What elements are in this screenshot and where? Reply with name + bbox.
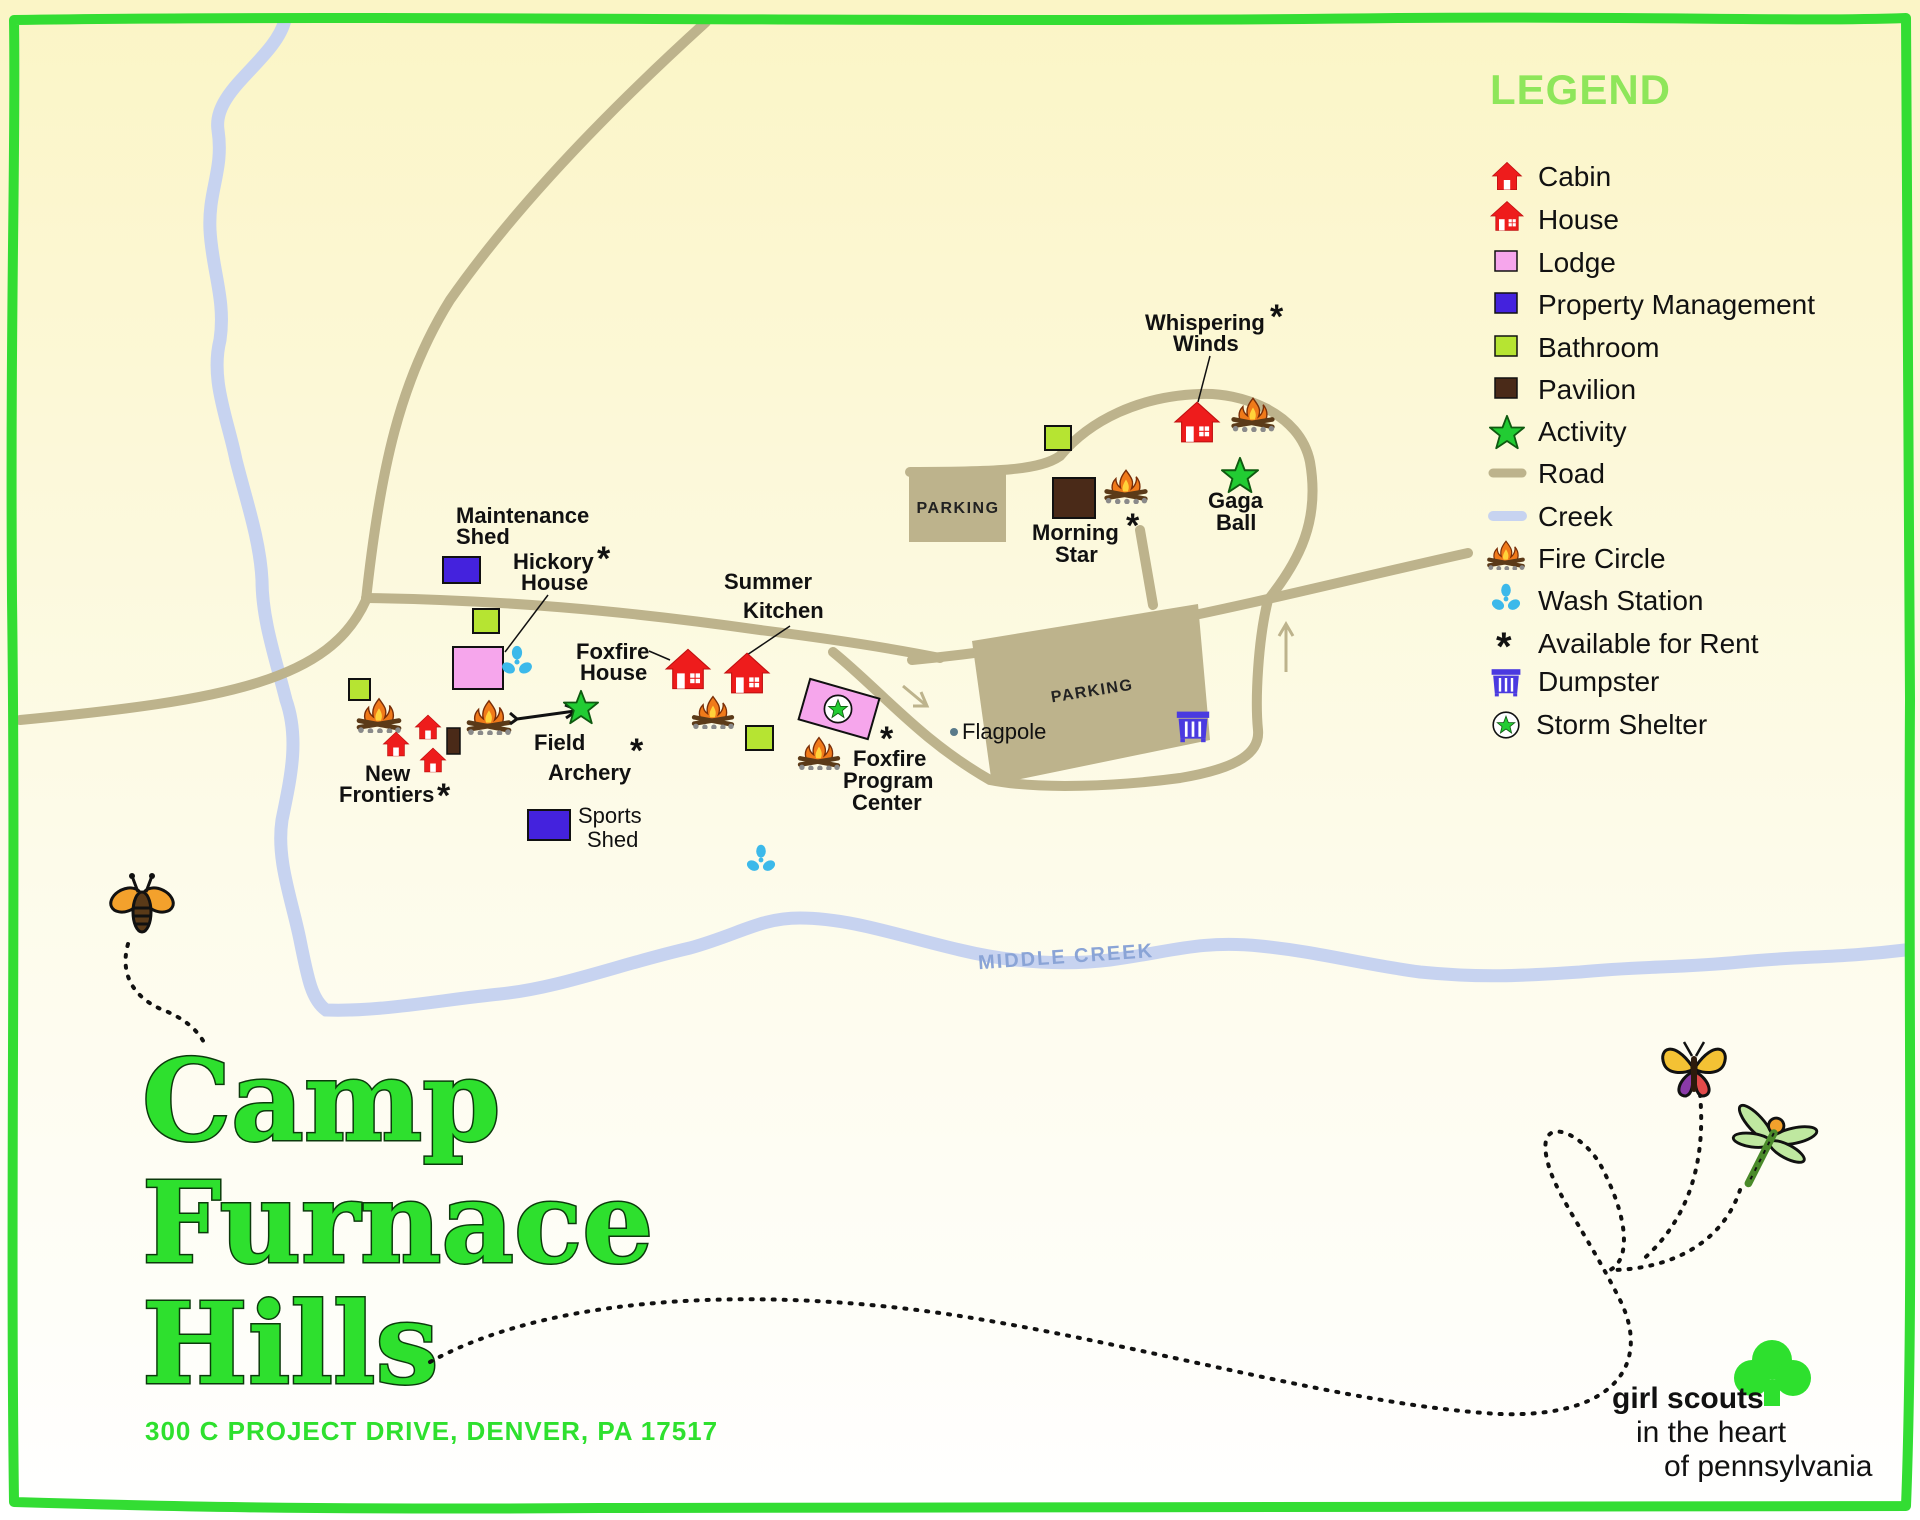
- road-arrow-right: [902, 684, 930, 708]
- legend-dumpster-icon: [1491, 669, 1521, 697]
- sports-shed-label-2: Shed: [587, 827, 638, 852]
- foxfire-house-label-1: Foxfire: [576, 639, 649, 664]
- field-archery-rent-mark: *: [630, 732, 644, 770]
- legend-item-road: Road: [1538, 458, 1605, 489]
- legend-bathroom-icon: [1494, 335, 1518, 357]
- hickory-house-rent-mark: *: [597, 540, 611, 578]
- parking-small-label: PARKING: [916, 500, 999, 517]
- hickory-lodge: [452, 646, 504, 690]
- title-line-1: Camp: [142, 1036, 501, 1167]
- flagpole-dot: [950, 728, 958, 736]
- bathroom-morning-star: [1044, 425, 1072, 451]
- bathroom-foxfire: [745, 725, 774, 751]
- legend-item-wash-station: Wash Station: [1538, 585, 1703, 616]
- camp-address: 300 C PROJECT DRIVE, DENVER, PA 17517: [145, 1416, 718, 1446]
- legend-item-creek: Creek: [1538, 501, 1614, 532]
- legend-item-fire-circle: Fire Circle: [1538, 543, 1666, 574]
- legend-item-lodge: Lodge: [1538, 247, 1616, 278]
- gaga-ball-label-2: Ball: [1216, 510, 1256, 535]
- summer-kitchen-label-2: Kitchen: [743, 598, 824, 623]
- new-frontiers-rent-mark: *: [437, 777, 451, 815]
- girl-scouts-logo: girl scouts in the heart of pennsylvania: [1612, 1340, 1873, 1483]
- bathroom-new-frontiers: [348, 678, 371, 701]
- maintenance-shed-label-1: Maintenance: [456, 503, 589, 528]
- whispering-winds-leader: [1197, 355, 1211, 403]
- hickory-leader-line: [504, 594, 549, 653]
- gaga-ball-label-1: Gaga: [1208, 488, 1264, 513]
- foxfire-program-label-2: Program: [843, 768, 933, 793]
- field-archery-label-1: Field: [534, 730, 585, 755]
- legend-lodge-icon: [1494, 250, 1518, 272]
- flagpole-label: Flagpole: [962, 719, 1046, 744]
- legend-storm-shelter-icon: [1492, 711, 1520, 739]
- foxfire-program-label-1: Foxfire: [853, 746, 926, 771]
- title-line-2: Furnace: [142, 1158, 653, 1289]
- new-frontiers-label-2: Frontiers: [339, 782, 434, 807]
- legend-item-dumpster: Dumpster: [1538, 666, 1659, 697]
- parking-large: [972, 604, 1210, 785]
- legend-item-bathroom: Bathroom: [1538, 332, 1659, 363]
- bathroom-hickory: [472, 608, 500, 634]
- summer-kitchen-leader: [743, 625, 791, 658]
- new-frontiers-label-1: New: [365, 761, 411, 786]
- legend-item-property-management: Property Management: [1538, 289, 1815, 320]
- butterfly-flight-path: [1638, 1092, 1704, 1264]
- legend-item-storm-shelter: Storm Shelter: [1536, 709, 1707, 740]
- morning-star-label-1: Morning: [1032, 520, 1119, 545]
- legend-pavilion-icon: [1494, 377, 1518, 399]
- legend-asterisk-icon: *: [1496, 625, 1512, 669]
- foxfire-program-rent-mark: *: [880, 720, 894, 758]
- whispering-winds-rent-mark: *: [1270, 298, 1284, 336]
- pavilion-new-frontiers: [446, 727, 461, 755]
- legend-item-available-for-rent: Available for Rent: [1538, 628, 1759, 659]
- summer-kitchen-label-1: Summer: [724, 569, 812, 594]
- legend-title: LEGEND: [1490, 66, 1671, 113]
- bee-flight-path: [123, 942, 208, 1048]
- logo-line-3: of pennsylvania: [1664, 1450, 1873, 1483]
- legend-item-activity: Activity: [1538, 416, 1627, 447]
- hickory-house-label-1: Hickory: [513, 549, 594, 574]
- morning-star-label-2: Star: [1055, 542, 1098, 567]
- foxfire-house-leader: [648, 650, 671, 661]
- camp-title: Camp Furnace Hills: [141, 1035, 655, 1412]
- creek-path: [203, 13, 1912, 1017]
- maintenance-shed-building: [442, 556, 481, 584]
- sports-shed-label-1: Sports: [578, 803, 642, 828]
- legend-item-house: House: [1538, 204, 1619, 235]
- maintenance-shed-label-2: Shed: [456, 524, 510, 549]
- legend-property-management-icon: [1494, 292, 1518, 314]
- title-line-3: Hills: [142, 1279, 439, 1410]
- parking-small: [909, 470, 1006, 542]
- foxfire-program-label-3: Center: [852, 790, 922, 815]
- morning-star-rent-mark: *: [1126, 507, 1140, 545]
- legend: LEGEND Cabin House Lodge Property Manage…: [1486, 66, 1815, 740]
- logo-line-2: in the heart: [1636, 1416, 1787, 1449]
- hickory-house-label-2: House: [521, 570, 588, 595]
- field-archery-label-2: Archery: [548, 760, 632, 785]
- road-arrow-up: [1277, 621, 1295, 672]
- trefoil-icon: [1734, 1340, 1811, 1406]
- title-flight-path: [428, 1129, 1742, 1417]
- dumpster-parking: [1176, 711, 1210, 743]
- legend-item-cabin: Cabin: [1538, 161, 1611, 192]
- legend-item-pavilion: Pavilion: [1538, 374, 1636, 405]
- whispering-winds-label-2: Winds: [1173, 331, 1239, 356]
- logo-line-1: girl scouts: [1612, 1382, 1764, 1415]
- foxfire-house-label-2: House: [580, 660, 647, 685]
- pavilion-morning-star: [1052, 477, 1096, 519]
- sports-shed-building: [527, 809, 571, 841]
- storm-shelter-foxfire: [823, 694, 853, 724]
- whispering-winds-label-1: Whispering: [1145, 310, 1265, 335]
- map-border: [6, 12, 1916, 1514]
